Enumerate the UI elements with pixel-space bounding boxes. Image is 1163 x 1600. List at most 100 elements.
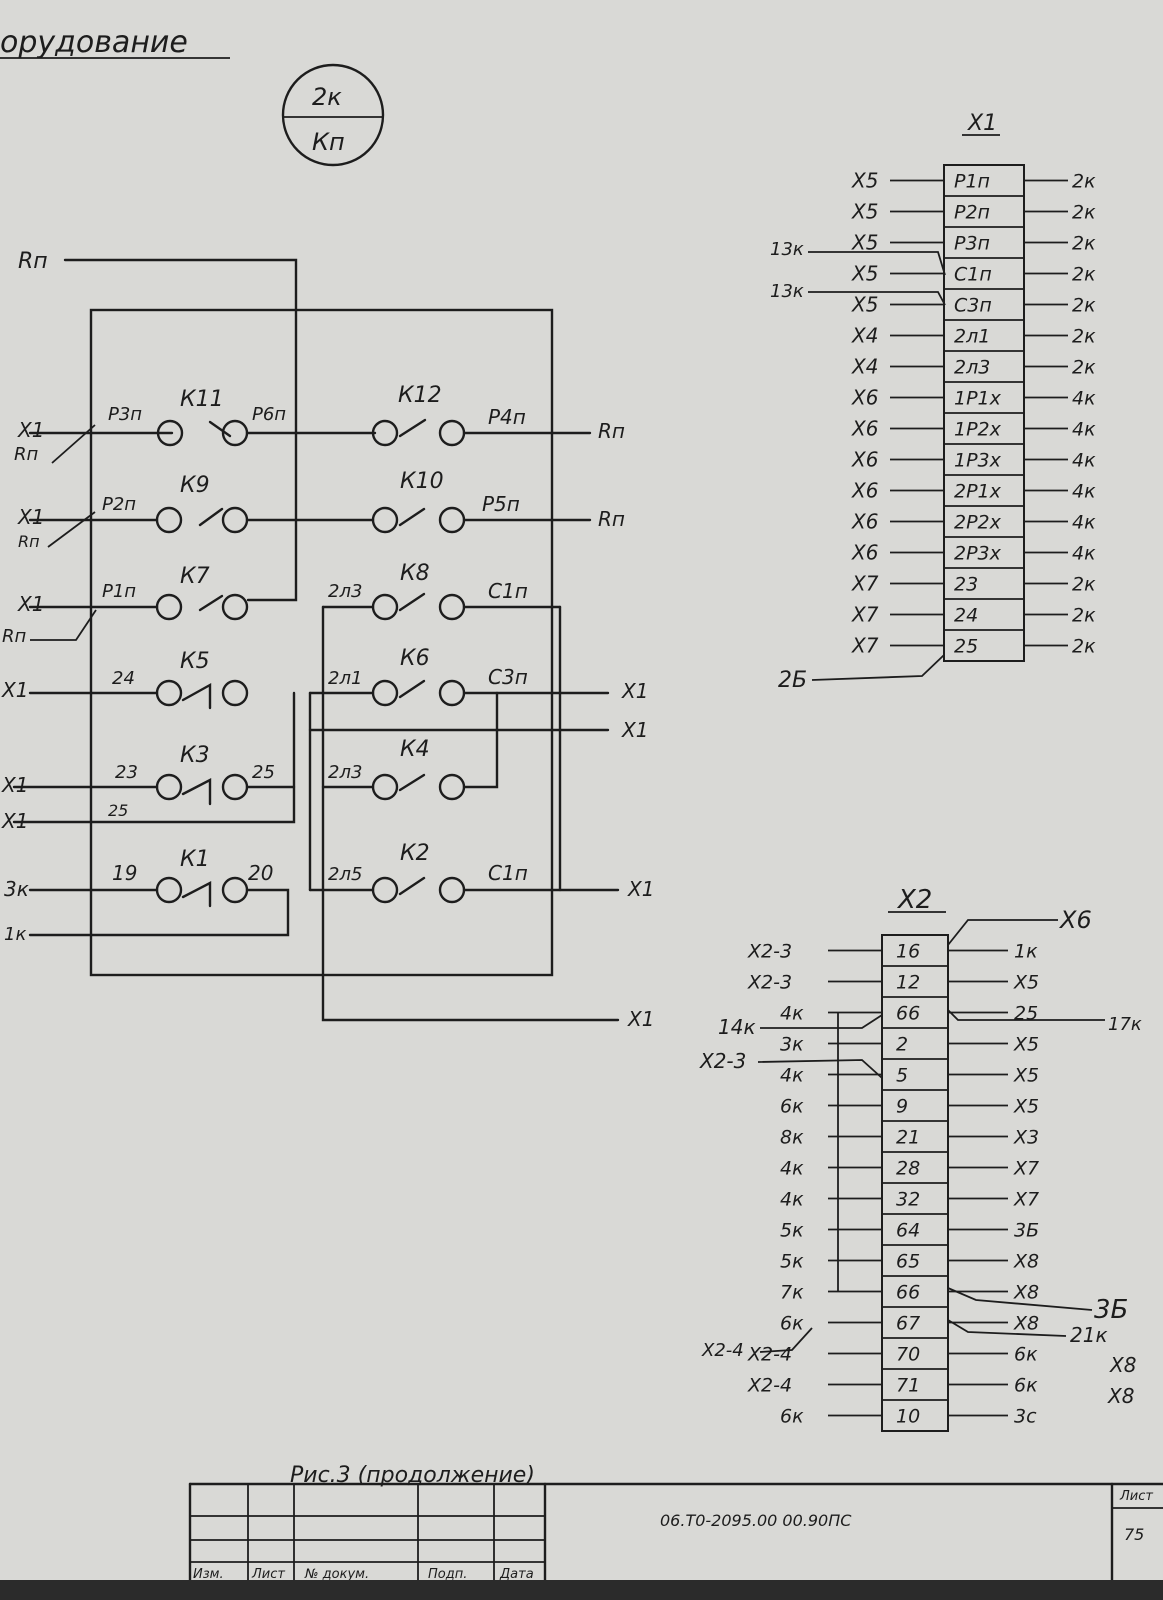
x2-right-label: 3с — [1014, 1406, 1037, 1428]
x2-right-label: 25 — [1014, 1003, 1038, 1025]
x1-left-label: Х5 — [851, 231, 878, 255]
x1-right-label: 2к — [1072, 574, 1096, 596]
x2-right-label: 1к — [1014, 941, 1038, 963]
x1-pin-label: 2л3 — [954, 357, 990, 379]
x2-right-label: Х8 — [1013, 1251, 1039, 1273]
contact-k11-a — [156, 419, 184, 447]
x2-right-label: Х7 — [1013, 1189, 1039, 1211]
contact-k1-blade — [181, 881, 212, 908]
contact-k10-b — [438, 506, 466, 534]
contact-k6-b — [438, 679, 466, 707]
title-block-label: Лист — [251, 1567, 285, 1582]
relay-frame — [89, 308, 554, 977]
contact-left-label: 23 — [115, 762, 138, 783]
contact-k8-b — [438, 593, 466, 621]
left-label: Х1 — [1, 809, 28, 833]
contact-k8-blade — [398, 592, 426, 612]
contact-k9-a — [155, 506, 183, 534]
x2-pin-label: 12 — [896, 972, 920, 994]
x1-pin-label: Р2п — [954, 202, 990, 224]
sheet-header-title: орудование — [0, 25, 188, 60]
x1-left-label: Х7 — [851, 634, 879, 658]
x1-right-label: 2к — [1072, 295, 1096, 317]
x2-pin-label: 67 — [896, 1313, 920, 1335]
leader-line — [759, 1327, 813, 1353]
contact-left-label: Р1п — [102, 581, 136, 602]
contact-k8-a — [371, 593, 399, 621]
x1-right-label: 2к — [1072, 233, 1096, 255]
x1-right-label: 2к — [1072, 636, 1096, 658]
contact-left-label: 19 — [112, 861, 137, 885]
x2-pin-label: 66 — [896, 1003, 920, 1025]
x1-right-label: 2к — [1072, 202, 1096, 224]
x1-extra-label: 13к — [770, 281, 804, 302]
x1-right-label: 2к — [1072, 326, 1096, 348]
x1-pin-label: 2Р2х — [954, 512, 1002, 534]
x1-extra-label: 2Б — [778, 668, 807, 693]
leader-line — [51, 424, 96, 464]
contact-left-label: 2л5 — [328, 864, 362, 885]
leader-line — [808, 291, 946, 306]
x2-right-label: Х5 — [1013, 972, 1039, 994]
x1-pin-label: Р1п — [954, 171, 990, 193]
contact-id: К3 — [180, 743, 210, 768]
x1-left-label: Х6 — [851, 479, 878, 503]
contact-k10-blade — [398, 507, 426, 527]
contact-right-label: Р6п — [252, 404, 286, 425]
contact-k4-b — [438, 773, 466, 801]
x2-pin-label: 9 — [896, 1096, 908, 1118]
x2-right-label: Х8 — [1013, 1313, 1039, 1335]
contact-right-label: Р4п — [488, 405, 526, 429]
contact-id: К2 — [400, 841, 430, 866]
contact-id: К12 — [398, 383, 442, 408]
document-code: 06.Т0-2095.00 00.90ПС — [660, 1511, 852, 1530]
title-block: Изм. Лист № докум. Подп. Дата 06.Т0-2095… — [188, 1482, 1163, 1582]
x1-left-label: Х4 — [851, 355, 878, 379]
x2-left-label: 6к — [780, 1406, 804, 1428]
x2-pin-label: 71 — [896, 1375, 920, 1397]
x2-left-label: 4к — [780, 1158, 804, 1180]
x2-right-label: 6к — [1014, 1344, 1038, 1366]
wire-inner-bus-left — [321, 605, 620, 1022]
contact-left-label: 2л3 — [328, 581, 362, 602]
right-label: Rп — [598, 507, 625, 531]
x2-right-label: 3Б — [1014, 1220, 1039, 1242]
contact-k5-b — [221, 679, 249, 707]
x2-pin-label: 65 — [896, 1251, 920, 1273]
x2-left-label: 7к — [780, 1282, 804, 1304]
wire-k3-return — [12, 691, 296, 824]
x1-left-label: Х5 — [851, 169, 878, 193]
right-label: Rп — [598, 419, 625, 443]
contact-id: К10 — [400, 469, 444, 494]
contact-id: К6 — [400, 646, 430, 671]
x2-right-label: Х8 — [1013, 1282, 1039, 1304]
x2-extra-label: 21к — [1070, 1323, 1108, 1347]
x1-title: Х1 — [967, 111, 997, 136]
right-label: Х1 — [621, 679, 648, 703]
leader-line — [947, 1287, 1093, 1311]
x2-left-label: 4к — [780, 1065, 804, 1087]
x1-pin-label: 23 — [954, 574, 978, 596]
left-label: 3к — [4, 877, 29, 901]
contact-k9-b — [221, 506, 249, 534]
left-label: Rп — [14, 444, 39, 465]
title-block-label: Изм. — [193, 1567, 224, 1582]
symbol-circle — [281, 63, 385, 167]
left-label: Х1 — [17, 418, 44, 442]
contact-id: К5 — [180, 649, 210, 674]
contact-k6-a — [371, 679, 399, 707]
contact-k2-a — [371, 876, 399, 904]
contact-k3-b — [221, 773, 249, 801]
right-label: Х1 — [627, 877, 654, 901]
x1-pin-label: 25 — [954, 636, 978, 658]
left-label: 1к — [4, 924, 26, 945]
left-label: Х1 — [17, 592, 44, 616]
left-label: Rп — [18, 532, 40, 551]
x1-left-label: Х5 — [851, 293, 878, 317]
contact-k9-blade — [198, 507, 224, 527]
x1-left-label: Х7 — [851, 603, 879, 627]
leader-line — [30, 609, 97, 641]
x2-pin-label: 2 — [896, 1034, 908, 1056]
x2-pin-label: 28 — [896, 1158, 920, 1180]
